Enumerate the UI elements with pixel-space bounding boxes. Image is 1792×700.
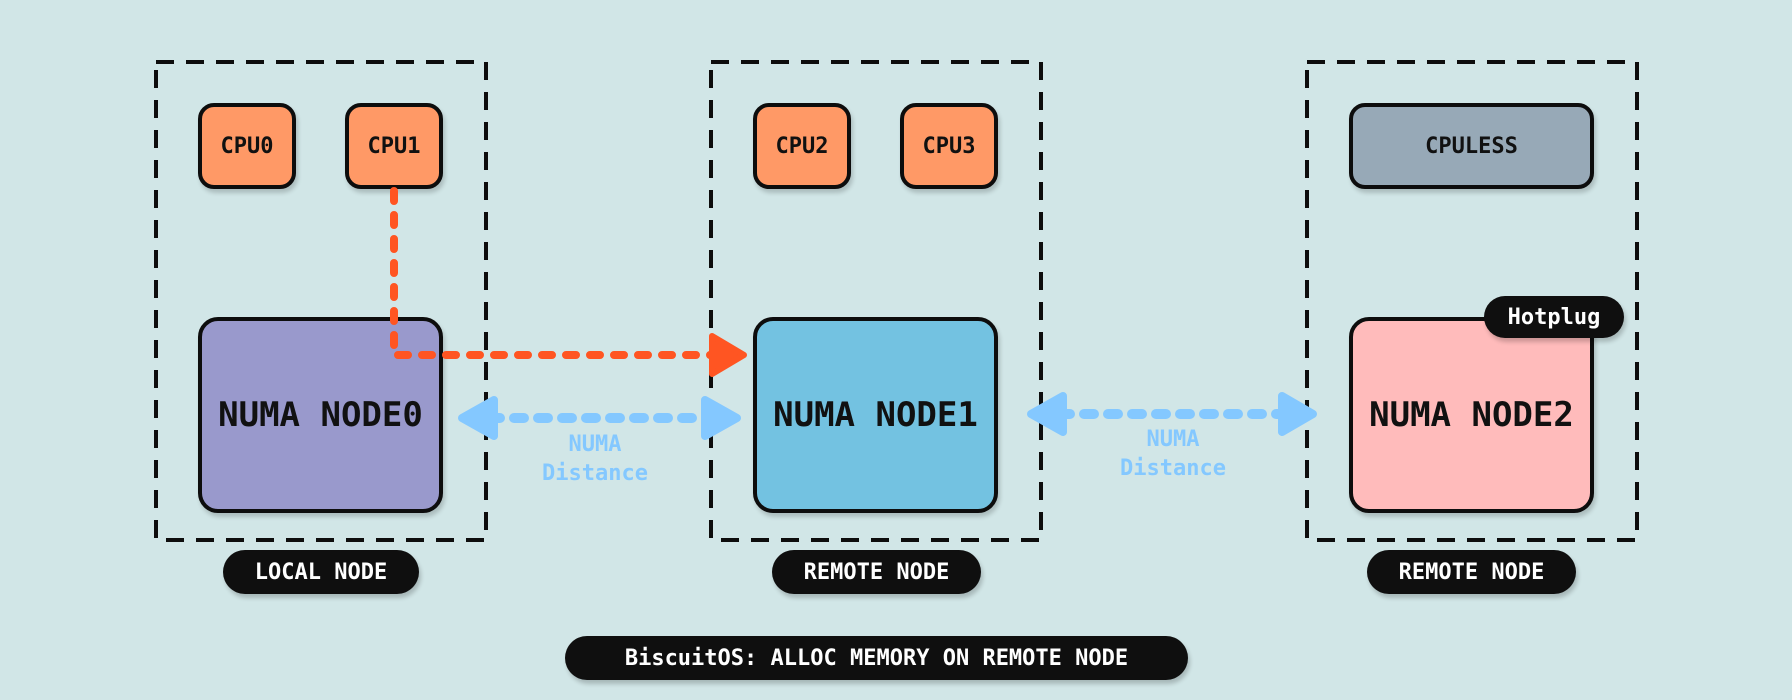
alloc-path-arrowhead <box>709 333 747 377</box>
numa-distance-label-1-2: NUMA Distance <box>1098 425 1248 483</box>
numa-distance-line1: NUMA <box>1146 427 1200 452</box>
cpu2-chip: CPU2 <box>753 103 851 189</box>
alloc-path-arrow <box>390 187 720 359</box>
remote-node1-label: REMOTE NODE <box>772 550 981 594</box>
remote-node2-label: REMOTE NODE <box>1367 550 1576 594</box>
numa-node1-box: NUMA NODE1 <box>753 317 998 513</box>
distance-arrowhead-left-0-1 <box>458 396 498 440</box>
remote-node1-group <box>709 60 1043 542</box>
numa-node2-box: NUMA NODE2 <box>1349 317 1594 513</box>
local-node-group <box>154 60 488 542</box>
distance-arrowhead-right-0-1 <box>701 396 741 440</box>
numa-distance-line2: Distance <box>1120 456 1226 481</box>
cpu3-chip: CPU3 <box>900 103 998 189</box>
remote-node2-group <box>1305 60 1639 542</box>
hotplug-badge: Hotplug <box>1484 296 1624 338</box>
diagram-title: BiscuitOS: ALLOC MEMORY ON REMOTE NODE <box>565 636 1188 680</box>
numa-node0-box: NUMA NODE0 <box>198 317 443 513</box>
cpuless-chip: CPULESS <box>1349 103 1594 189</box>
cpu1-chip: CPU1 <box>345 103 443 189</box>
local-node-label: LOCAL NODE <box>223 550 419 594</box>
cpu0-chip: CPU0 <box>198 103 296 189</box>
distance-arrowhead-right-1-2 <box>1278 392 1317 436</box>
distance-arrowhead-left-1-2 <box>1027 392 1067 436</box>
numa-distance-line1: NUMA <box>568 432 622 457</box>
numa-distance-line2: Distance <box>542 461 648 486</box>
numa-distance-label-0-1: NUMA Distance <box>520 430 670 488</box>
